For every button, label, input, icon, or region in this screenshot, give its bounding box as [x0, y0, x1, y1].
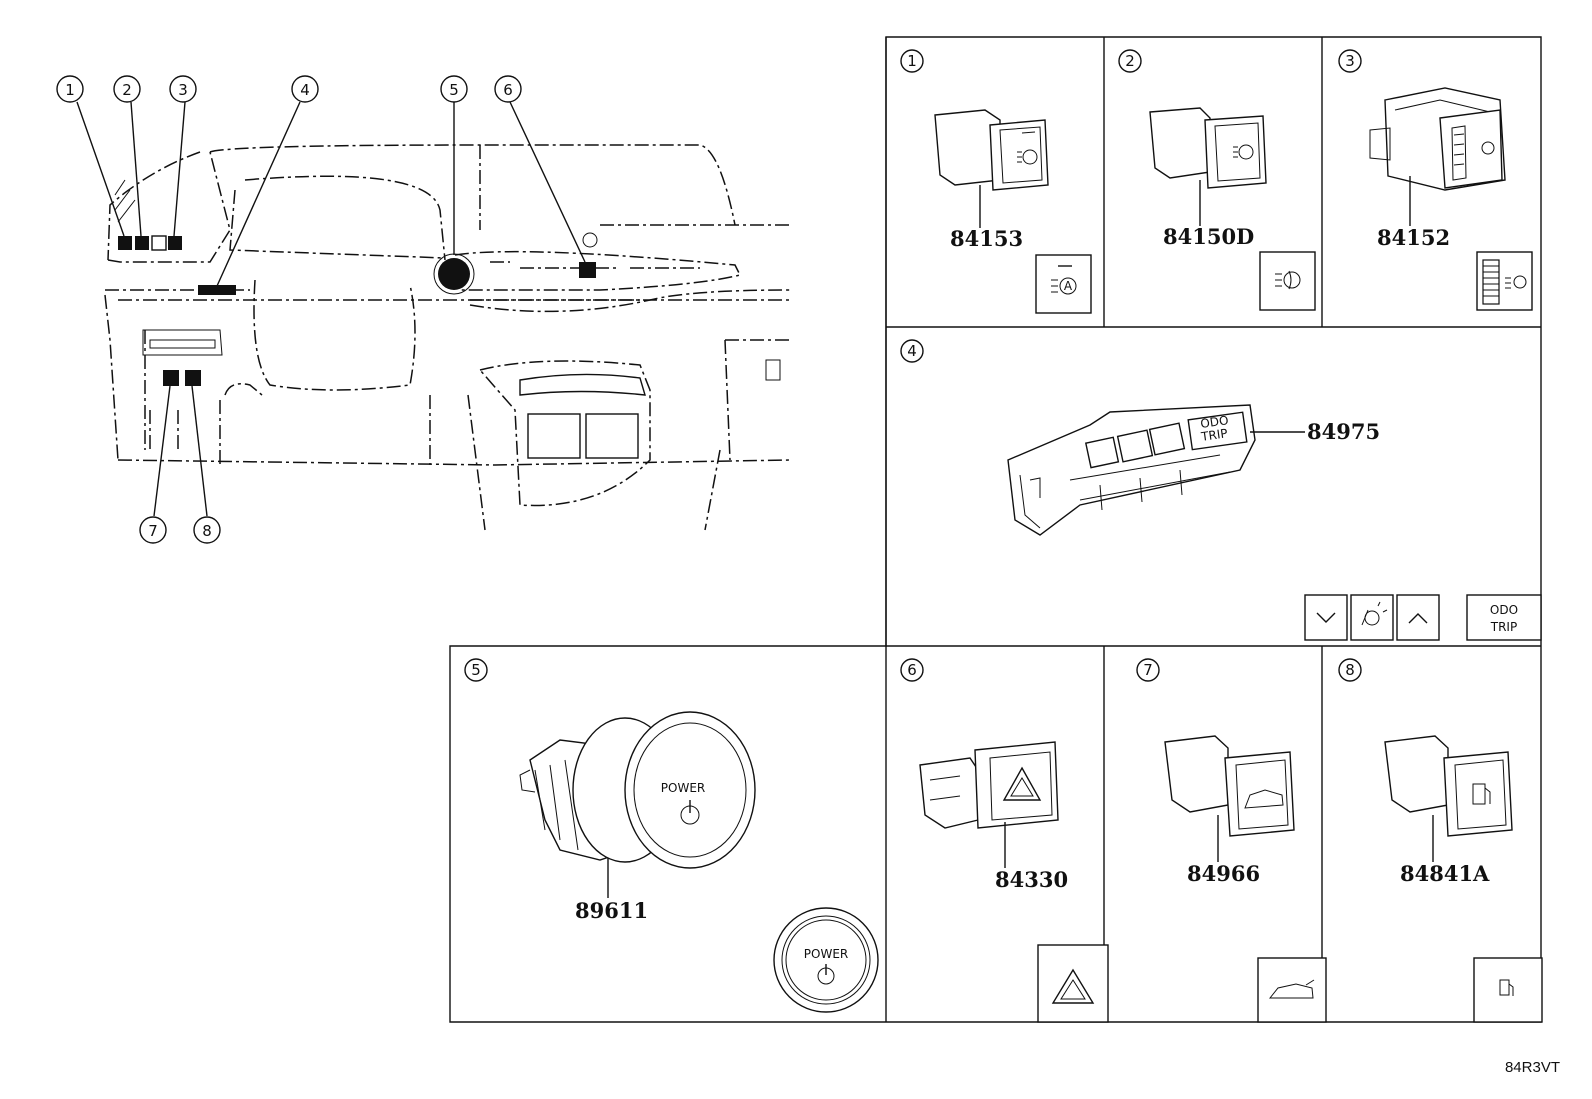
overview-callout-2: 2: [113, 75, 141, 103]
part-number-84150D: 84150D: [1163, 224, 1254, 249]
hazard-icon: [1037, 944, 1109, 1023]
overview-callout-1: 1: [56, 75, 84, 103]
overview-callout-8: 8: [193, 516, 221, 544]
svg-text:6: 6: [503, 81, 513, 99]
tailgate-icon: [1257, 957, 1327, 1023]
svg-text:ODO: ODO: [1200, 413, 1230, 431]
svg-text:POWER: POWER: [661, 781, 705, 795]
up-arrow-icon: [1396, 594, 1440, 641]
part-number-84330: 84330: [995, 867, 1068, 892]
svg-text:6: 6: [907, 661, 917, 679]
overview-callout-6: 6: [494, 75, 522, 103]
overview-callout-5: 5: [440, 75, 468, 103]
overview-callout-4: 4: [291, 75, 319, 103]
overview-callout-3: 3: [169, 75, 197, 103]
panel-2: 2 84150D: [1118, 49, 1316, 311]
part-number-89611: 89611: [575, 898, 648, 923]
panel-4: 4 ODO TRIP 84975 ODO TRIP: [900, 339, 1542, 641]
svg-text:5: 5: [471, 661, 481, 679]
detail-grid: [449, 36, 1542, 1023]
panel-8: 8 84841A: [1338, 658, 1543, 1023]
svg-text:7: 7: [1143, 661, 1153, 679]
svg-text:1: 1: [907, 52, 917, 70]
panel-7: 7 84966: [1136, 658, 1327, 1023]
diagram-code: 84R3VT: [1505, 1059, 1560, 1076]
svg-text:TRIP: TRIP: [1199, 426, 1228, 444]
svg-text:2: 2: [1125, 52, 1135, 70]
svg-text:3: 3: [178, 81, 188, 99]
svg-text:8: 8: [202, 522, 212, 540]
part-number-84975: 84975: [1307, 419, 1380, 444]
svg-text:ODO: ODO: [1490, 603, 1518, 617]
part-number-84153: 84153: [950, 226, 1023, 251]
part-number-84841A: 84841A: [1400, 861, 1490, 886]
panel-1: 1 84153 A: [900, 49, 1092, 314]
svg-text:8: 8: [1345, 661, 1355, 679]
fog-light-icon: [1259, 251, 1316, 311]
part-number-84152: 84152: [1377, 225, 1450, 250]
panel-3: 3 84152: [1338, 49, 1533, 311]
panel-5: 5 POWER 89611 POWER: [464, 658, 879, 1013]
panel-6: 6 84330: [900, 658, 1109, 1023]
svg-text:3: 3: [1345, 52, 1355, 70]
svg-text:TRIP: TRIP: [1490, 620, 1517, 634]
overview-callout-7: 7: [139, 516, 167, 544]
svg-text:4: 4: [907, 342, 917, 360]
svg-text:7: 7: [148, 522, 158, 540]
svg-text:POWER: POWER: [804, 947, 848, 961]
down-arrow-icon: [1304, 594, 1348, 641]
odo-trip-icon: [1466, 594, 1542, 641]
svg-text:1: 1: [65, 81, 75, 99]
power-button-icon: POWER: [773, 907, 879, 1013]
headlight-auto-icon: [1035, 254, 1092, 314]
dashboard-overview: 1 2 3 4 5 6 7 8: [56, 75, 791, 544]
headlight-level-icon: [1476, 251, 1533, 311]
display-brightness-icon: [1350, 594, 1394, 641]
svg-text:5: 5: [449, 81, 459, 99]
svg-text:2: 2: [122, 81, 132, 99]
fuel-door-icon: [1473, 957, 1543, 1023]
part-number-84966: 84966: [1187, 861, 1260, 886]
svg-text:A: A: [1064, 279, 1073, 293]
svg-text:4: 4: [300, 81, 310, 99]
